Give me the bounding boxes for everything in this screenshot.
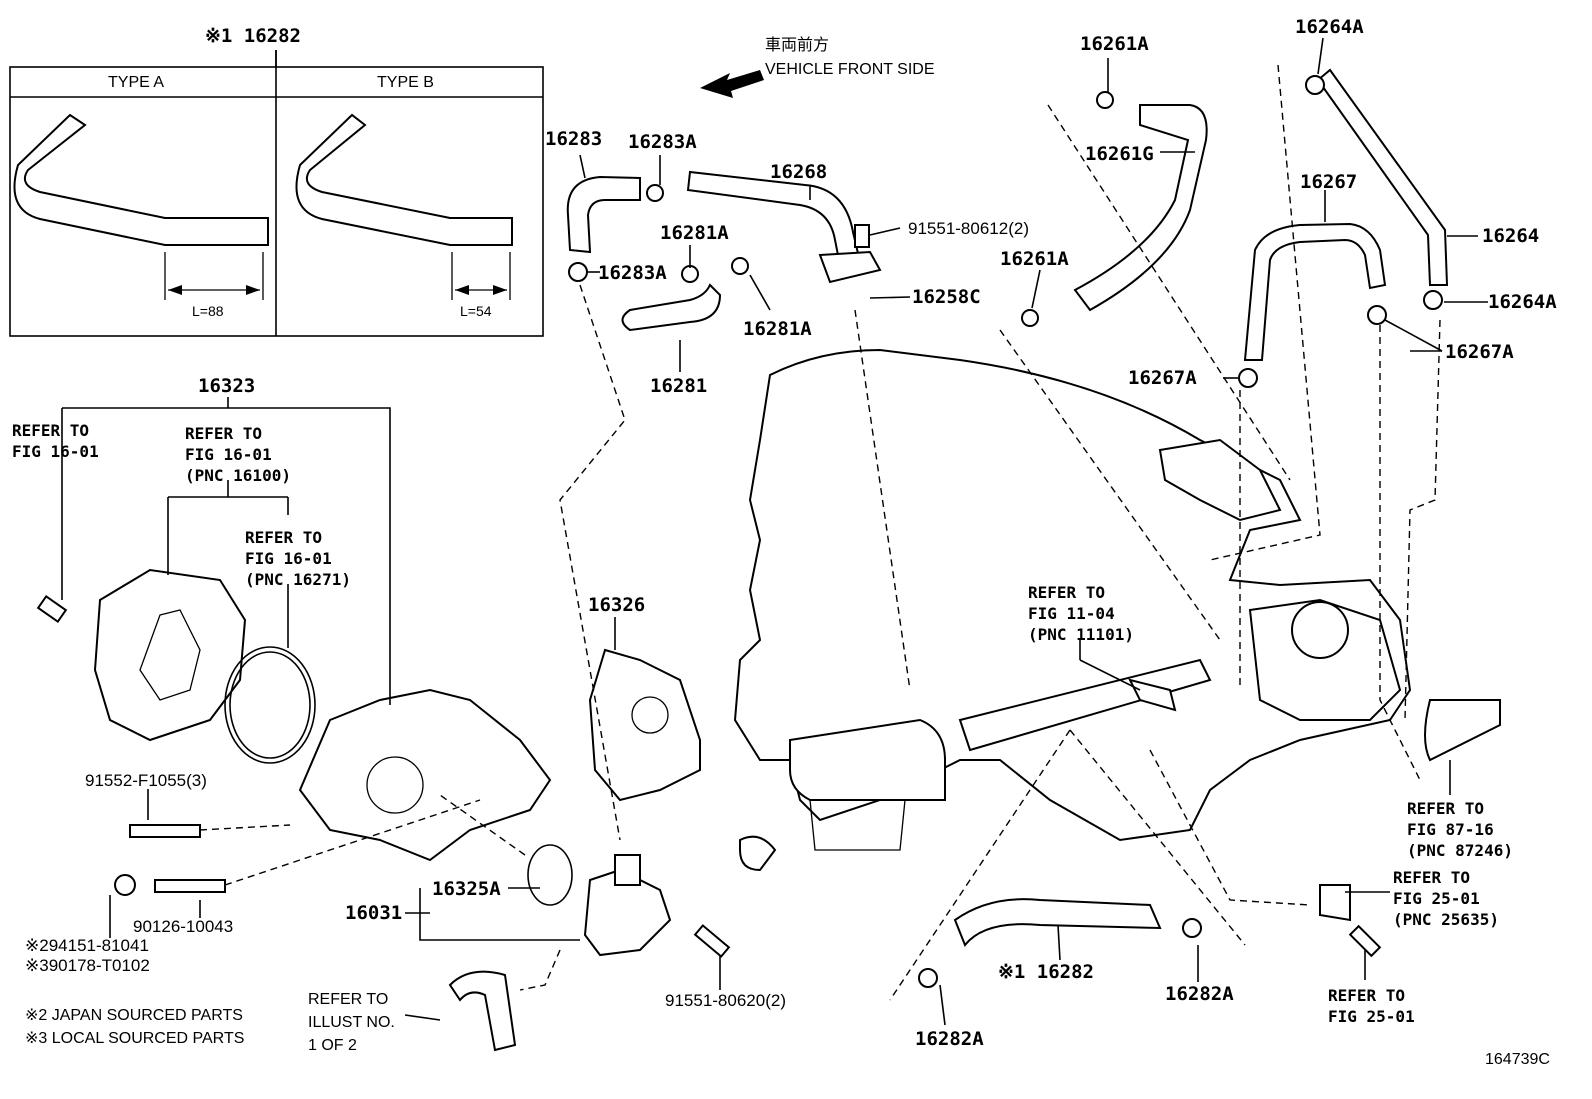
part-label-390178-T0102[interactable]: ※390178-T0102 [25,956,150,975]
refer-fig-16-01-c[interactable]: REFER TO FIG 16-01 (PNC 16271) [245,528,351,589]
part-label-16261G[interactable]: 16261G [1085,143,1154,165]
engine-assembly [733,348,1412,872]
part-label-16031[interactable]: 16031 [345,902,403,924]
part-label-16258C[interactable]: 16258C [912,286,981,308]
part-label-16323[interactable]: 16323 [198,375,256,397]
part-label-16261A-mid[interactable]: 16261A [1000,248,1069,270]
type-a-label: TYPE A [108,74,165,91]
part-label-16267[interactable]: 16267 [1300,171,1358,193]
part-label-16283[interactable]: 16283 [545,128,603,150]
part-label-16264[interactable]: 16264 [1482,225,1540,247]
part-label-16283A[interactable]: 16283A [628,131,697,153]
type-box-title: ※1 16282 [205,25,301,47]
upper-hoses [448,68,1501,1052]
part-label-16282A-left[interactable]: 16282A [915,1028,984,1050]
part-label-16267A-right[interactable]: 16267A [1445,341,1514,363]
length-b-label: L=54 [460,303,492,319]
part-label-16283A-lower[interactable]: 16283A [598,262,667,284]
part-label-90126-10043[interactable]: 90126-10043 [133,917,234,936]
refer-fig-25-01-b[interactable]: REFER TO FIG 25-01 [1328,986,1415,1026]
part-label-91551-80612[interactable]: 91551-80612(2) [908,219,1029,238]
part-label-16264A-right[interactable]: 16264A [1488,291,1557,313]
type-b-label: TYPE B [377,74,434,91]
part-label-16268[interactable]: 16268 [770,161,828,183]
refer-fig-16-01-b[interactable]: REFER TO FIG 16-01 (PNC 16100) [185,424,291,485]
direction-english: VEHICLE FRONT SIDE [765,61,935,78]
dashed-leaders [199,64,1441,1001]
leader-lines [61,37,1488,1026]
part-label-91551-80620[interactable]: 91551-80620(2) [665,991,786,1010]
water-pump-area [36,224,1382,958]
front-arrow-icon [700,70,764,98]
part-label-16264A[interactable]: 16264A [1295,16,1364,38]
hose-type-a [13,113,269,246]
part-label-16267A-left[interactable]: 16267A [1128,367,1197,389]
hose-type-b [295,113,513,246]
refer-fig-11-04[interactable]: REFER TO FIG 11-04 (PNC 11101) [1028,583,1134,644]
part-label-16282-bottom[interactable]: ※1 16282 [998,961,1094,983]
part-label-294151-81041[interactable]: ※294151-81041 [25,936,149,955]
direction-japanese: 車両前方 [765,37,830,54]
part-label-16325A[interactable]: 16325A [432,878,501,900]
refer-fig-16-01-a[interactable]: REFER TO FIG 16-01 [12,421,99,461]
part-label-16281A-lower[interactable]: 16281A [743,318,812,340]
note-local-sourced: ※3 LOCAL SOURCED PARTS [25,1030,245,1047]
refer-fig-25-01-a[interactable]: REFER TO FIG 25-01 (PNC 25635) [1393,868,1499,929]
note-japan-sourced: ※2 JAPAN SOURCED PARTS [25,1007,243,1024]
part-label-16281A[interactable]: 16281A [660,222,729,244]
diagram-code: 164739C [1485,1051,1550,1068]
part-label-91552-F1055[interactable]: 91552-F1055(3) [85,771,207,790]
refer-illust-no[interactable]: REFER TO ILLUST NO. 1 OF 2 [308,991,395,1054]
part-label-16261A[interactable]: 16261A [1080,33,1149,55]
type-variant-box [9,50,544,337]
part-label-16282A-right[interactable]: 16282A [1165,983,1234,1005]
part-label-16281[interactable]: 16281 [650,375,708,397]
refer-fig-87-16[interactable]: REFER TO FIG 87-16 (PNC 87246) [1407,799,1513,860]
part-label-16326[interactable]: 16326 [588,594,646,616]
length-a-label: L=88 [192,303,224,319]
hose-clamps [568,75,1443,988]
